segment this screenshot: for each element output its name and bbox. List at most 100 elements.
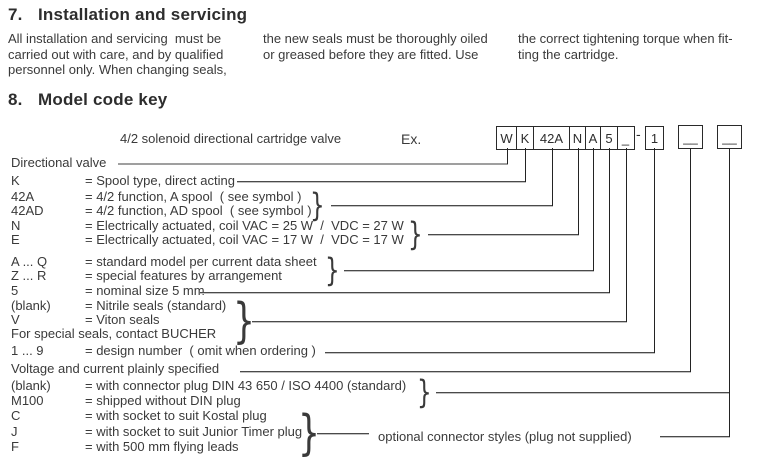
code-description: = with 500 mm flying leads	[85, 439, 239, 454]
connector-line-din-plug	[436, 392, 730, 393]
brace-a-z: }	[325, 251, 340, 289]
code-description: = Nitrile seals (standard)	[85, 298, 227, 313]
code-row-directional-valve: Directional valve	[11, 156, 106, 170]
code-key: A ... Q	[11, 254, 48, 269]
drop-line-connector	[729, 148, 730, 437]
code-row-design-number: 1 ... 9 = design number ( omit when order…	[11, 344, 316, 358]
design-number-box: 1	[645, 126, 664, 150]
code-cell-5: 5	[601, 127, 618, 149]
code-description: = Viton seals	[85, 312, 160, 327]
code-row-voltage: Voltage and current plainly specified	[11, 362, 219, 376]
code-key: C	[11, 408, 21, 423]
section-8-heading: 8. Model code key	[8, 90, 167, 110]
drop-line-w	[507, 148, 508, 164]
connector-box: __	[717, 125, 742, 149]
drop-line-n	[578, 148, 579, 235]
connector-line-n-e	[428, 234, 579, 235]
code-row-special-seals: For special seals, contact BUCHER	[11, 327, 216, 341]
connector-line-a-z	[344, 270, 594, 271]
code-row-c: C = with socket to suit Kostal plug	[11, 409, 267, 423]
connector-line-k	[237, 181, 526, 182]
drop-line-design-number	[654, 148, 655, 353]
example-label: Ex.	[401, 131, 422, 147]
code-key: K	[11, 173, 20, 188]
drop-line-seals	[626, 148, 627, 322]
code-row-din-blank: (blank) = with connector plug DIN 43 650 …	[11, 379, 406, 393]
brace-n-e: }	[408, 215, 423, 253]
code-key: F	[11, 439, 19, 454]
code-cell-w: W	[497, 127, 517, 149]
code-description: = design number ( omit when ordering )	[85, 343, 316, 358]
code-description: Voltage and current plainly specified	[11, 361, 220, 376]
model-code-box-group: W K 42A N A 5 _	[496, 126, 635, 150]
connector-line-directional-valve	[118, 163, 508, 165]
connector-line-styles-right	[660, 436, 730, 437]
connector-line-seals	[252, 321, 627, 322]
code-row-j: J = with socket to suit Junior Timer plug	[11, 425, 302, 439]
drop-line-42a	[552, 148, 553, 206]
code-cell-42a: 42A	[534, 127, 570, 149]
code-description: = Electrically actuated, coil VAC = 17 W…	[85, 232, 404, 247]
code-row-e: E = Electrically actuated, coil VAC = 17 …	[11, 233, 404, 247]
code-separator-hyphen: -	[636, 126, 641, 142]
code-description: = standard model per current data sheet	[85, 254, 317, 269]
code-description: = with socket to suit Junior Timer plug	[85, 424, 303, 439]
code-key: 42A	[11, 189, 35, 204]
connector-line-5	[200, 292, 610, 293]
drop-line-a	[593, 148, 594, 271]
section-7-heading: 7.Installation and servicing	[8, 5, 247, 25]
code-key: Z ... R	[11, 268, 47, 283]
code-description: = 4/2 function, A spool ( see symbol )	[85, 189, 302, 204]
code-description: = special features by arrangement	[85, 268, 282, 283]
code-cell-a: A	[586, 127, 601, 149]
code-key: (blank)	[11, 378, 51, 393]
code-key: N	[11, 218, 21, 233]
code-row-n: N = Electrically actuated, coil VAC = 25 …	[11, 219, 404, 233]
code-cell-n: N	[570, 127, 586, 149]
code-key: J	[11, 424, 18, 439]
optional-connector-note: optional connector styles (plug not supp…	[378, 429, 632, 444]
code-description: = Spool type, direct acting	[85, 173, 235, 188]
drop-line-voltage	[690, 148, 691, 372]
section-7-number: 7.	[8, 5, 23, 24]
code-row-z-r: Z ... R = special features by arrangement	[11, 269, 282, 283]
brace-connector-styles: }	[298, 405, 320, 461]
drop-line-5	[609, 148, 610, 293]
code-description: = nominal size 5 mm	[85, 283, 205, 298]
code-row-m100: M100= shipped without DIN plug	[11, 394, 241, 408]
paragraph-column-1: All installation and servicing must be c…	[8, 31, 227, 78]
code-description: For special seals, contact BUCHER	[11, 326, 217, 341]
code-description: Directional valve	[11, 155, 107, 170]
paragraph-line: personnel only. When changing seals,	[8, 62, 227, 78]
connector-line-styles-left	[317, 433, 369, 434]
code-key: 5	[11, 283, 19, 298]
code-key: 1 ... 9	[11, 343, 44, 358]
code-key: V	[11, 312, 20, 327]
connector-line-design-number	[325, 352, 655, 353]
code-row-v: V = Viton seals	[11, 313, 160, 327]
code-description: = with connector plug DIN 43 650 / ISO 4…	[85, 378, 407, 393]
code-row-k: K = Spool type, direct acting	[11, 174, 235, 188]
code-row-42ad: 42AD= 4/2 function, AD spool ( see symbo…	[11, 204, 312, 218]
code-row-seal-blank: (blank) = Nitrile seals (standard)	[11, 299, 226, 313]
brace-din-plug: }	[417, 373, 432, 411]
paragraph-line: the new seals must be thoroughly oiled	[263, 31, 488, 46]
code-key: E	[11, 232, 20, 247]
paragraph-column-2: the new seals must be thoroughly oiled o…	[263, 31, 488, 62]
section-8-title: Model code key	[38, 90, 168, 109]
code-row-5: 5 = nominal size 5 mm	[11, 284, 205, 298]
section-8-number: 8.	[8, 90, 23, 109]
code-description: = with socket to suit Kostal plug	[85, 408, 267, 423]
code-key: 42AD	[11, 203, 44, 218]
code-row-42a: 42A = 4/2 function, A spool ( see symbol …	[11, 190, 301, 204]
paragraph-column-3: the correct tightening torque when fit- …	[518, 31, 733, 62]
paragraph-line: the correct tightening torque when fit-	[518, 31, 733, 46]
paragraph-line: ting the cartridge.	[518, 46, 619, 62]
code-row-f: F = with 500 mm flying leads	[11, 440, 239, 454]
code-description: = Electrically actuated, coil VAC = 25 W…	[85, 218, 404, 233]
code-key: (blank)	[11, 298, 51, 313]
paragraph-line: or greased before they are fitted. Use	[263, 46, 479, 62]
code-cell-seal-blank: _	[621, 130, 630, 146]
paragraph-line: carried out with care, and by qualified	[8, 46, 224, 62]
